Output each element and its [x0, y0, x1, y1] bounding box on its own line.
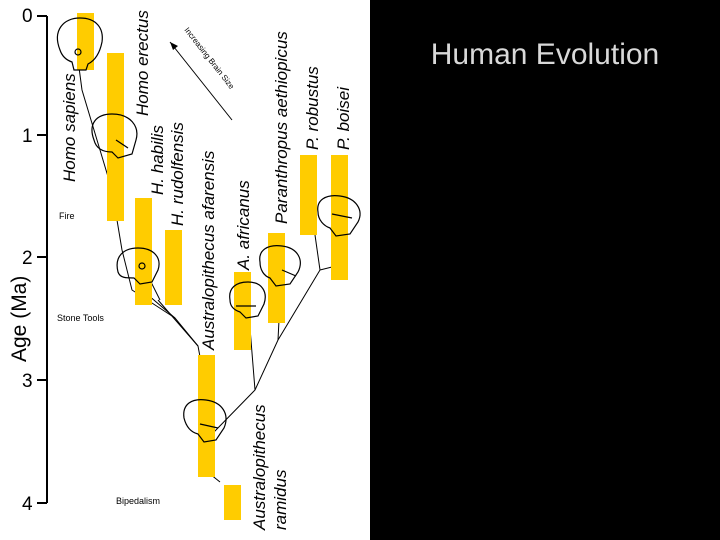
- event-fire: Fire: [59, 211, 75, 221]
- skull-robustus: [317, 195, 361, 237]
- skull-africanus: [259, 245, 301, 287]
- axis-tick-label-1: 1: [22, 126, 33, 147]
- brain-size-arrow: [169, 41, 233, 121]
- axis-tick-label-4: 4: [22, 494, 33, 515]
- species-label-homo-erectus: Homo erectus: [133, 10, 152, 116]
- range-bar-h-habilis: [135, 198, 152, 305]
- annotation-brain-size: Increasing Brain Size: [182, 26, 236, 92]
- range-bar-boisei: [331, 155, 348, 280]
- event-bipedalism: Bipedalism: [116, 496, 160, 506]
- range-bar-robustus: [300, 155, 317, 235]
- skull-drawings: [56, 17, 361, 443]
- species-label-homo-sapiens: Homo sapiens: [60, 73, 79, 182]
- axis-tick-label-2: 2: [22, 248, 33, 269]
- skull-homo-sapiens: [56, 17, 103, 71]
- slide-title: Human Evolution: [430, 38, 660, 71]
- event-stone-tools: Stone Tools: [57, 313, 104, 323]
- species-label-ramidus-line2: ramidus: [271, 469, 290, 530]
- evolution-diagram: 0 1 2 3 4 Age (Ma) Fire Stone Tools Bipe…: [0, 0, 370, 540]
- species-label-aethiopicus: Paranthropus aethiopicus: [272, 31, 291, 224]
- species-label-ramidus-line1: Australopithecus: [250, 404, 269, 531]
- species-label-h-habilis: H. habilis: [148, 125, 167, 195]
- species-label-africanus: A. africanus: [234, 180, 253, 271]
- species-label-h-rudolfensis: H. rudolfensis: [168, 122, 187, 226]
- range-bar-homo-sapiens: [77, 13, 94, 70]
- range-bar-ramidus: [224, 485, 241, 520]
- species-range-bars: [77, 13, 348, 520]
- skull-h-habilis: [116, 247, 160, 285]
- range-bar-africanus: [234, 272, 251, 350]
- diagram-canvas: 0 1 2 3 4 Age (Ma) Fire Stone Tools Bipe…: [8, 6, 361, 531]
- species-label-afarensis: Australopithecus afarensis: [199, 150, 218, 351]
- skull-ramidus: [183, 399, 227, 443]
- range-bar-aethiopicus: [268, 233, 285, 323]
- time-axis: [37, 15, 48, 504]
- range-bar-h-rudolfensis: [165, 230, 182, 305]
- axis-tick-label-3: 3: [22, 371, 33, 392]
- skull-homo-erectus: [91, 113, 138, 159]
- range-bar-homo-erectus: [107, 53, 124, 221]
- skull-afarensis-top: [229, 281, 266, 319]
- axis-tick-label-0: 0: [22, 6, 33, 27]
- species-label-robustus: P. robustus: [303, 66, 322, 150]
- species-label-boisei: P. boisei: [334, 86, 353, 150]
- range-bar-afarensis: [198, 355, 215, 477]
- axis-label: Age (Ma): [8, 276, 31, 362]
